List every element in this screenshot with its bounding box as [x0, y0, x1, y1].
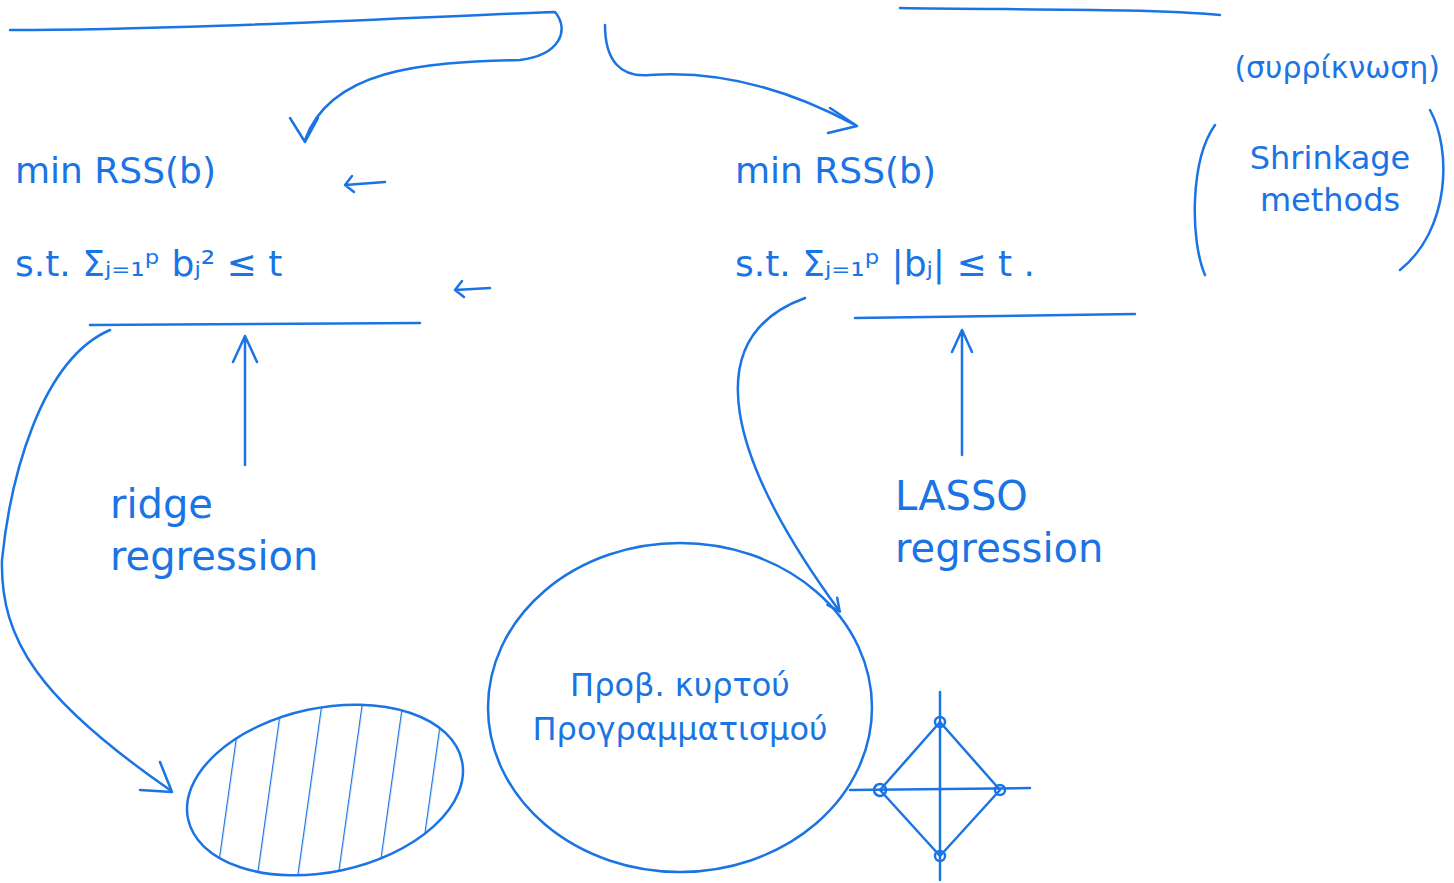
bracket: [1400, 110, 1443, 270]
arrow-head: [828, 108, 857, 133]
formula-block: min RSS(b) s.t. Σⱼ₌₁ᵖ |bⱼ| ≤ t .: [735, 150, 1035, 284]
group-label: Shrinkage methods: [1230, 138, 1430, 221]
vertex-dot: [935, 851, 945, 861]
method-label: LASSO regression: [895, 470, 1165, 574]
top-bracket: [605, 25, 855, 125]
method-label: ridge regression: [110, 478, 380, 582]
top-bracket: [10, 12, 562, 140]
convex-circle: Προβ. κυρτού Προγραμματισμού: [485, 540, 875, 875]
axis: [850, 788, 1030, 790]
circle-text: Προβ. κυρτού Προγραμματισμού: [530, 664, 830, 750]
vertex-dot: [874, 784, 886, 796]
underline: [855, 314, 1135, 318]
underline: [90, 323, 420, 325]
arrow-head: [290, 118, 318, 142]
arrow-mark: [233, 336, 257, 465]
vertex-dot: [995, 785, 1005, 795]
objective-text: min RSS(b): [15, 150, 282, 191]
formula-block: min RSS(b) s.t. Σⱼ₌₁ᵖ bⱼ² ≤ t: [15, 150, 282, 284]
objective-text: min RSS(b): [735, 150, 1035, 191]
circle-outline: [488, 543, 872, 872]
arrow-mark: [952, 330, 972, 455]
circle-outline: [485, 540, 875, 875]
constraint-text: s.t. Σⱼ₌₁ᵖ |bⱼ| ≤ t .: [735, 243, 1035, 284]
curved-connector: [738, 298, 840, 611]
bracket: [1195, 125, 1215, 275]
greek-note: (συρρίκνωση): [1234, 48, 1440, 87]
vertex-dot: [935, 717, 945, 727]
arrow-head: [140, 762, 172, 792]
feasible-region: [171, 681, 479, 883]
top-bracket: [900, 8, 1220, 15]
arrow-mark: [455, 281, 490, 297]
lasso-diamond: [880, 722, 1000, 856]
arrow-mark: [345, 176, 385, 192]
constraint-text: s.t. Σⱼ₌₁ᵖ bⱼ² ≤ t: [15, 243, 282, 284]
